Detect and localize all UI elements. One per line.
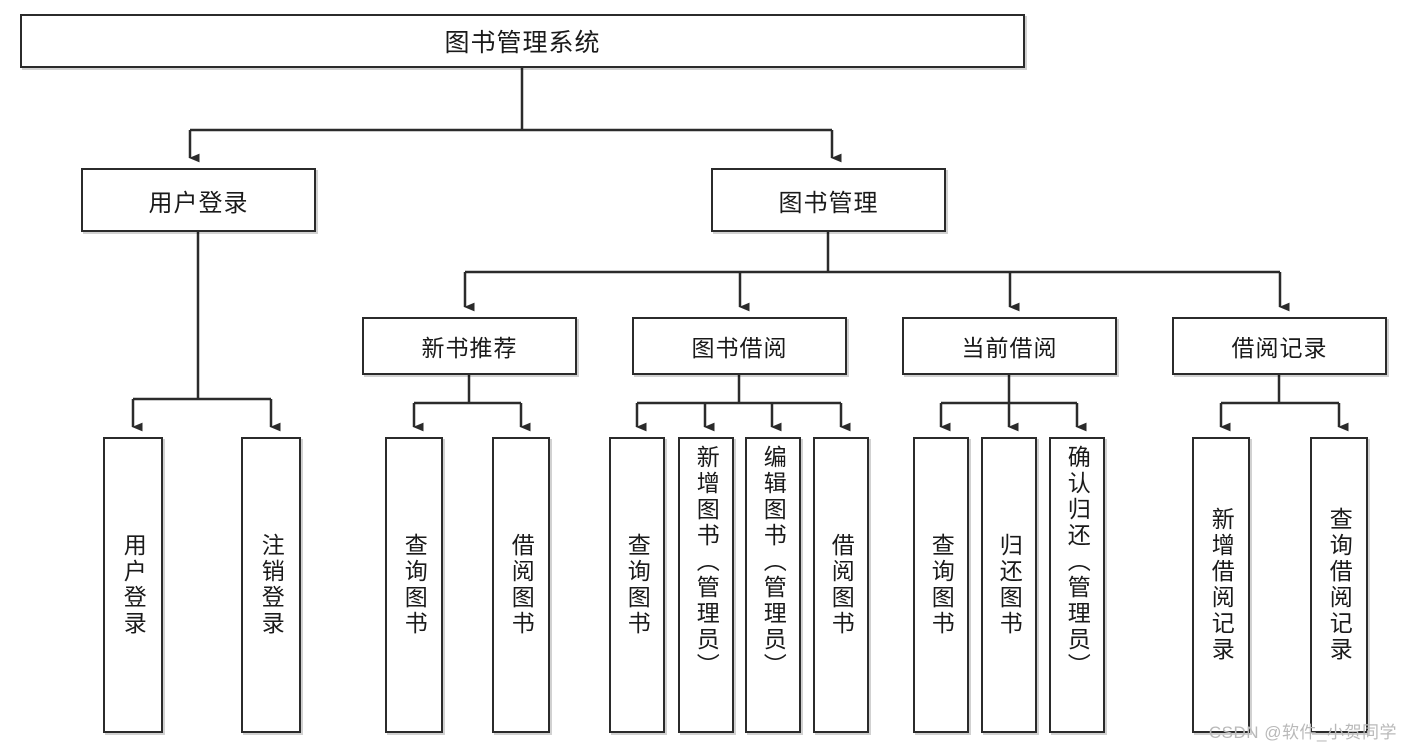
csdn-watermark: CSDN @软件_小贺同学 <box>1208 723 1397 742</box>
leaf-borrow-books-borrow[interactable]: 借阅图书 <box>813 437 869 733</box>
node-label: 用户登录 <box>120 533 147 637</box>
leaf-confirm-return-admin[interactable]: 确认归还（管理员） <box>1049 437 1105 733</box>
leaf-query-books-current[interactable]: 查询图书 <box>913 437 969 733</box>
node-label: 图书管理 <box>778 189 879 217</box>
node-label: 新增借阅记录 <box>1208 507 1235 663</box>
node-label: 当前借阅 <box>961 335 1058 361</box>
node-label: 用户登录 <box>148 189 249 217</box>
node-label: 查询图书 <box>928 533 955 637</box>
node-label: 编辑图书（管理员） <box>760 445 787 679</box>
leaf-query-books-borrow[interactable]: 查询图书 <box>609 437 665 733</box>
leaf-query-books-recommend[interactable]: 查询图书 <box>385 437 443 733</box>
leaf-return-books[interactable]: 归还图书 <box>981 437 1037 733</box>
node-label: 确认归还（管理员） <box>1064 445 1091 679</box>
node-label: 注销登录 <box>258 533 285 637</box>
node-label: 图书管理系统 <box>444 29 601 57</box>
node-current-borrow[interactable]: 当前借阅 <box>902 317 1117 375</box>
node-label: 查询图书 <box>401 533 428 637</box>
leaf-logout[interactable]: 注销登录 <box>241 437 301 733</box>
node-label: 归还图书 <box>996 533 1023 637</box>
node-borrow-records[interactable]: 借阅记录 <box>1172 317 1387 375</box>
leaf-borrow-books-recommend[interactable]: 借阅图书 <box>492 437 550 733</box>
node-book-management[interactable]: 图书管理 <box>711 168 946 232</box>
leaf-query-borrow-record[interactable]: 查询借阅记录 <box>1310 437 1368 733</box>
node-root-book-management-system[interactable]: 图书管理系统 <box>20 14 1025 68</box>
node-label: 借阅图书 <box>508 533 535 637</box>
node-user-login[interactable]: 用户登录 <box>81 168 316 232</box>
node-new-book-recommend[interactable]: 新书推荐 <box>362 317 577 375</box>
node-label: 借阅图书 <box>828 533 855 637</box>
node-label: 新增图书（管理员） <box>693 445 720 679</box>
node-book-borrow[interactable]: 图书借阅 <box>632 317 847 375</box>
node-label: 查询图书 <box>624 533 651 637</box>
node-label: 新书推荐 <box>421 335 518 361</box>
leaf-user-login[interactable]: 用户登录 <box>103 437 163 733</box>
node-label: 查询借阅记录 <box>1326 507 1353 663</box>
leaf-add-borrow-record[interactable]: 新增借阅记录 <box>1192 437 1250 733</box>
leaf-add-book-admin[interactable]: 新增图书（管理员） <box>678 437 734 733</box>
leaf-edit-book-admin[interactable]: 编辑图书（管理员） <box>745 437 801 733</box>
node-label: 图书借阅 <box>691 335 788 361</box>
node-label: 借阅记录 <box>1231 335 1328 361</box>
